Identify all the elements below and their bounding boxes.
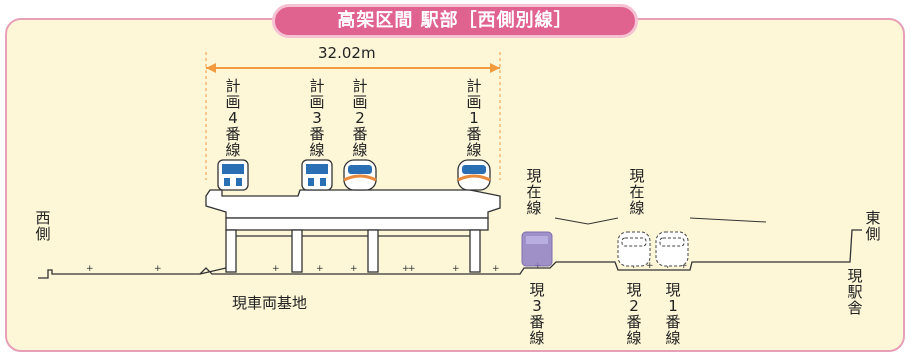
current-train-1 [655, 231, 689, 267]
station-building-label: 現駅舎 [847, 267, 863, 317]
planned-track-1-label: 計画1番線 [466, 77, 482, 159]
east-side-label: 東側 [865, 209, 881, 243]
svg-text:+: + [350, 264, 358, 274]
svg-text:+: + [272, 264, 280, 274]
planned-train-4 [217, 159, 249, 191]
svg-text:+: + [452, 264, 460, 274]
svg-text:+: + [316, 264, 324, 274]
diagram-title: 高架区間 駅部［西側別線］ [272, 4, 638, 38]
svg-text:+: + [154, 264, 162, 274]
svg-text:+: + [646, 261, 654, 271]
planned-track-4-label: 計画4番線 [225, 77, 241, 159]
dimension-line [205, 52, 501, 180]
viaduct-structure [205, 189, 501, 273]
current-train-3 [521, 231, 553, 267]
planned-train-1 [457, 159, 491, 191]
current-track-1-label: 現1番線 [665, 281, 681, 347]
svg-text:+: + [408, 264, 416, 274]
existing-line-markers [554, 217, 767, 225]
ground-marks: +++ +++ +++ +++ ++ [86, 261, 688, 274]
existing-line-label-east: 現在線 [629, 167, 645, 217]
planned-train-2 [343, 159, 377, 191]
svg-text:+: + [680, 261, 688, 271]
diagram-panel [5, 18, 905, 352]
west-side-label: 西側 [35, 209, 51, 243]
existing-line-label-west: 現在線 [526, 167, 542, 217]
svg-text:+: + [86, 264, 94, 274]
planned-train-3 [301, 159, 333, 191]
planned-track-2-label: 計画2番線 [352, 77, 368, 159]
svg-text:+: + [402, 264, 410, 274]
current-train-2 [617, 231, 651, 267]
planned-track-3-label: 計画3番線 [309, 77, 325, 159]
current-track-3-label: 現3番線 [529, 281, 545, 347]
current-track-2-label: 現2番線 [626, 281, 642, 347]
ground-line [38, 229, 862, 279]
dimension-label: 32.02m [318, 44, 376, 62]
depot-label: 現車両基地 [232, 294, 308, 312]
svg-text:+: + [492, 264, 500, 274]
